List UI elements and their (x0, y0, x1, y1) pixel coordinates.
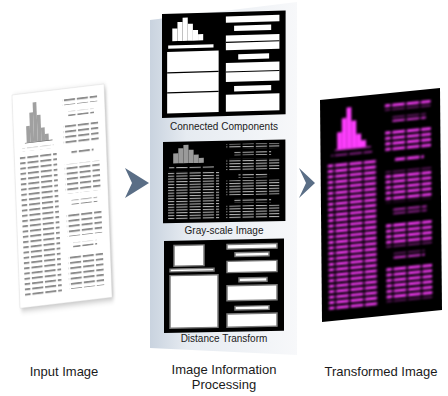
node-label: Input Image (30, 365, 99, 380)
transformed-page (320, 88, 442, 322)
image-card: Gray-scale Image (160, 136, 288, 236)
histogram (25, 101, 49, 143)
histogram-axis (25, 140, 53, 144)
flow-arrow (125, 168, 149, 198)
node-label: Gray-scale Image (185, 225, 264, 237)
processing-panel-node: Image Information Processing Connected Co… (150, 0, 298, 393)
image-card: Distance Transform (160, 238, 288, 344)
input-image-node: Input Image (4, 80, 124, 380)
node-label: Transformed Image (325, 365, 438, 380)
distance-transform-image (164, 239, 284, 334)
page-sheet (12, 84, 112, 308)
node-label: Image Information Processing (164, 363, 284, 393)
processing-panel (150, 2, 297, 355)
gray-scale-image (163, 140, 285, 224)
flow-arrow (299, 168, 315, 198)
input-page (12, 84, 114, 311)
image-card: Connected Components (160, 8, 288, 132)
transformed-image-node: Transformed Image (316, 80, 446, 380)
connected-components-image (162, 10, 286, 117)
node-label: Connected Components (170, 121, 278, 133)
node-label: Distance Transform (181, 333, 268, 345)
text-lines (18, 95, 104, 298)
